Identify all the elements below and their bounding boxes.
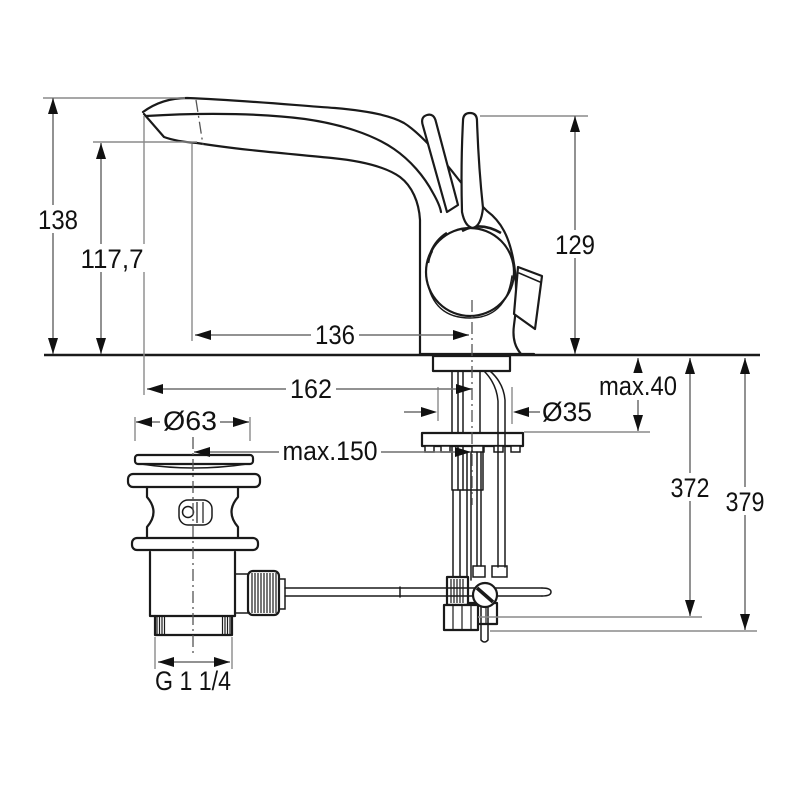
dimension-rod-reach: max.150 [194,436,471,466]
dimension-deck-thickness: max.40 [597,358,679,431]
vertical-rod-lower [480,606,489,643]
lever-handle [460,111,485,230]
dim-label-138: 138 [38,205,78,235]
pop-up-waste [126,453,286,637]
hose-fitting [445,575,470,607]
dimension-projection-outlet: 136 [195,320,469,350]
dimension-height-overall: 138 [35,98,81,354]
dimension-waste-thread: G 1 1/4 [155,657,231,696]
dim-label-max40: max.40 [599,371,677,401]
dim-label-379: 379 [726,487,765,517]
dimension-waste-flange-diameter: Ø63 [136,406,249,436]
dim-label-thread: G 1 1/4 [155,666,231,696]
centerlines [192,300,473,654]
outlet-axis-centerline [195,99,204,146]
dim-label-dia63: Ø63 [163,406,217,436]
side-tab [512,265,544,331]
dimension-projection-overall: 162 [147,374,472,404]
waste-plug-cap [133,453,255,466]
dim-label-dia35: Ø35 [542,397,592,427]
dim-label-372: 372 [671,473,710,503]
dim-label-117-7: 117,7 [81,244,144,274]
overflow-window [178,499,213,526]
dimension-hose-depth: 372 [668,358,712,616]
dimension-hole-diameter: Ø35 [404,397,592,427]
faucet-body [141,96,544,373]
lever-stick [421,113,460,214]
pull-rod-upper [466,451,472,581]
dimension-height-handle: 129 [552,116,598,354]
flex-hose-left [452,489,461,578]
pop-up-rod-linkage [284,581,552,643]
dim-label-max150: max.150 [283,436,378,466]
rod-side-fitting [234,569,286,617]
dim-label-136: 136 [315,320,355,350]
horizontal-rod [284,586,543,598]
dimension-height-outlet: 117,7 [79,143,145,354]
dim-label-129: 129 [555,230,595,260]
dim-label-162: 162 [290,374,332,404]
dimension-rod-depth: 379 [722,358,768,630]
flex-hose-right [497,432,506,568]
waste-tailpiece [153,614,234,637]
